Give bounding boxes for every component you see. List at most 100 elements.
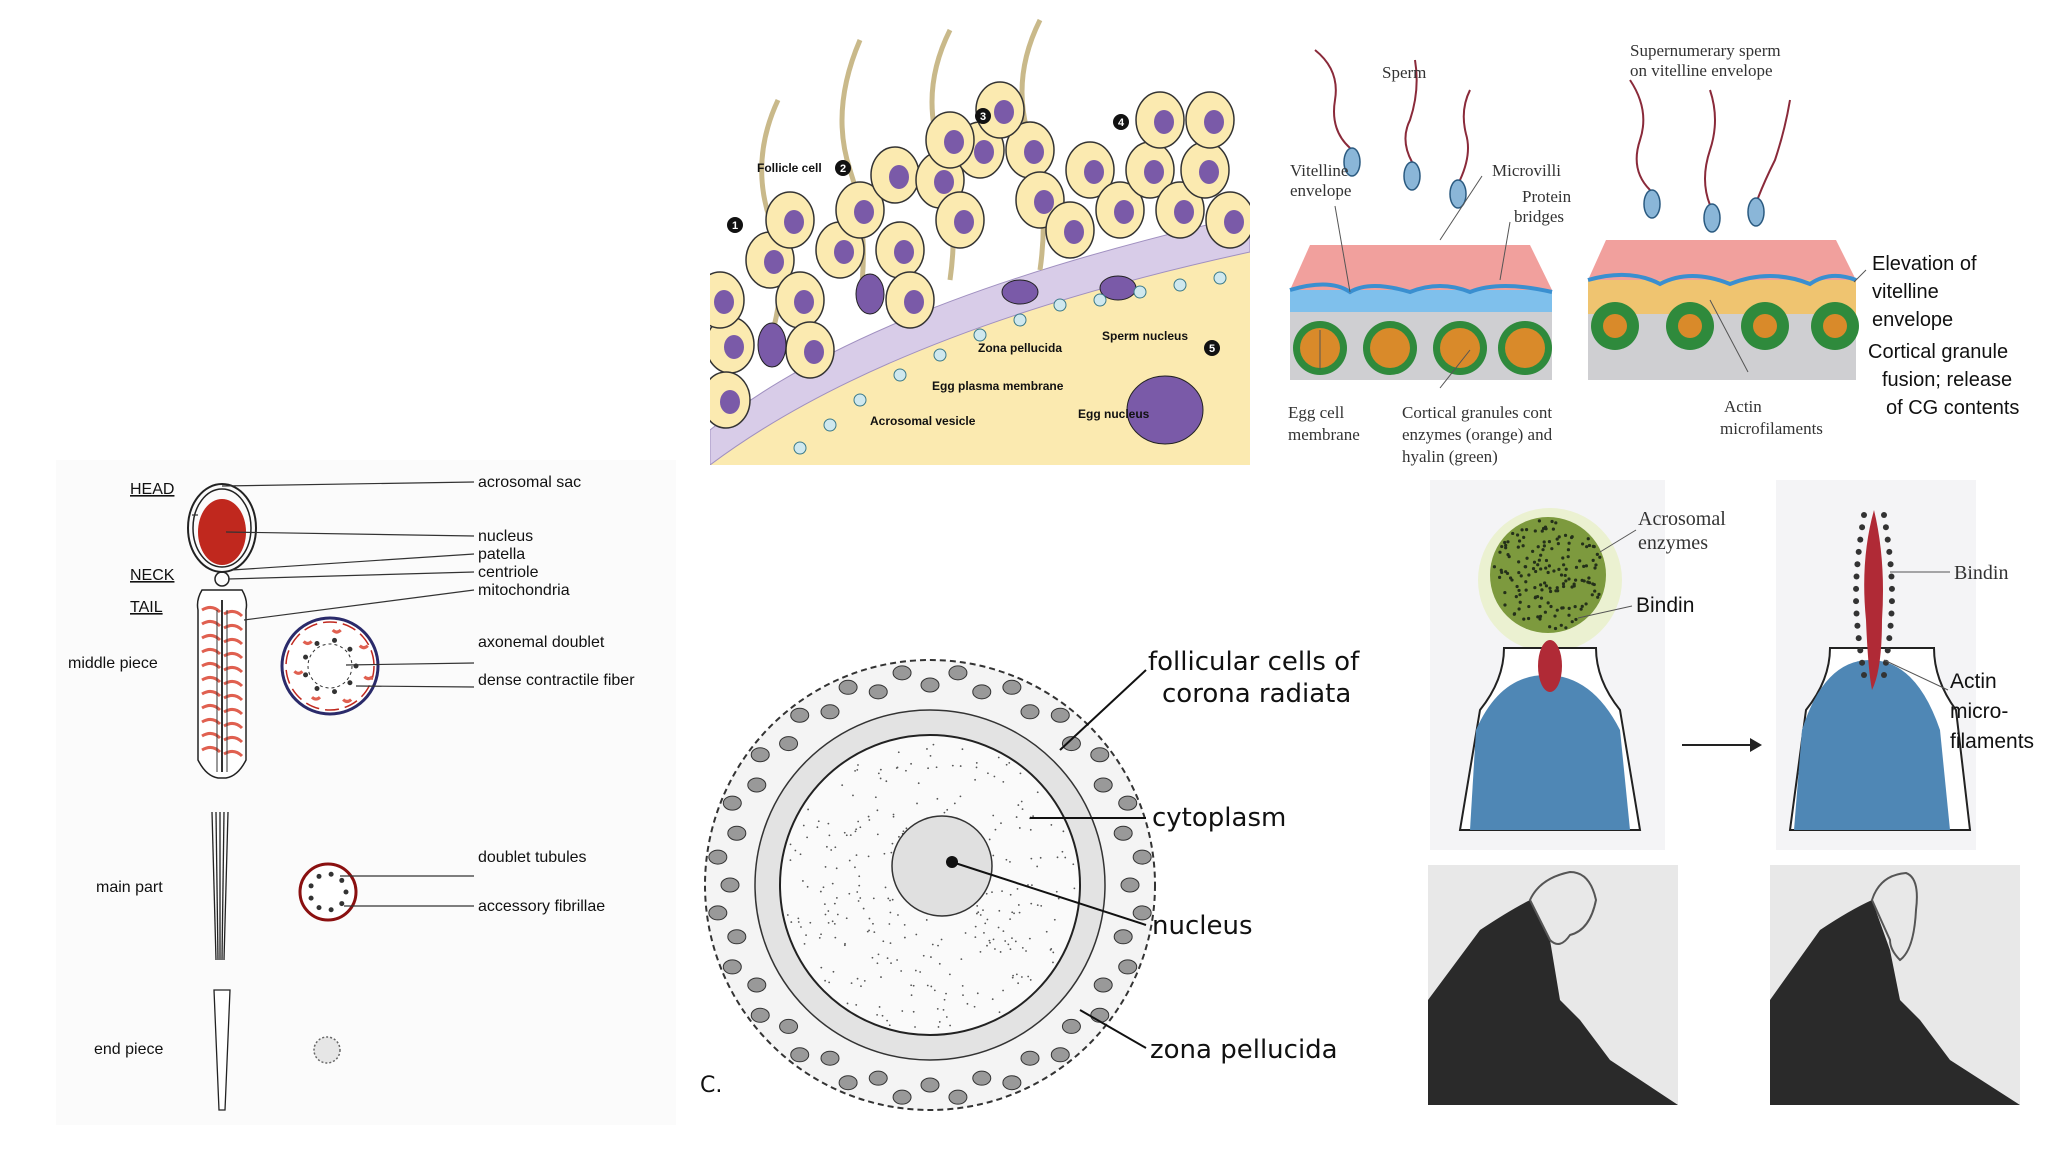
- granule-dot: [919, 971, 922, 973]
- corona-cell: [722, 959, 742, 975]
- doublet-tubules: [308, 871, 349, 913]
- enzyme-dot: [1540, 588, 1544, 592]
- granule-dot: [925, 919, 928, 921]
- granule-dot: [849, 834, 852, 837]
- granule-dot: [992, 938, 995, 941]
- corona-cells: [708, 665, 1152, 1105]
- granule-dot: [912, 1010, 915, 1013]
- enzyme-dot: [1572, 582, 1576, 586]
- bindin-dot: [1888, 573, 1895, 580]
- enzyme-dot: [1564, 579, 1568, 583]
- enzyme-dot: [1573, 604, 1577, 609]
- granule-dot: [786, 914, 789, 916]
- enzyme-dot: [1517, 607, 1521, 611]
- granule-dot: [863, 979, 866, 982]
- granule-dot: [1015, 816, 1018, 818]
- label-axonemal-doublet: axonemal doublet: [478, 634, 605, 651]
- enzyme-dot: [1534, 569, 1538, 574]
- enzyme-dot: [1578, 559, 1582, 563]
- enzyme-dot: [1503, 603, 1507, 607]
- mitochondrion: [201, 689, 222, 698]
- enzyme-dot: [1597, 592, 1601, 596]
- granule-dot: [892, 813, 895, 816]
- mitochondrion: [223, 637, 244, 646]
- granule-dot: [857, 764, 859, 766]
- granule-dot: [889, 899, 891, 902]
- granule-dot: [858, 884, 861, 887]
- granule-dot: [835, 867, 838, 870]
- enzyme-dot: [1574, 617, 1578, 622]
- granule-dot: [855, 828, 858, 831]
- corona-cell: [972, 684, 992, 700]
- granule-dot: [854, 830, 857, 833]
- enzyme-dot: [1500, 544, 1504, 549]
- granule-dot: [855, 854, 858, 857]
- granule-dot: [989, 941, 991, 944]
- corona-cell: [1020, 704, 1040, 720]
- granule-dot: [897, 914, 899, 916]
- granule-dot: [932, 743, 935, 746]
- corona-cell: [920, 1077, 940, 1093]
- granule-dot: [1019, 772, 1022, 775]
- label-mitochondria: mitochondria: [478, 582, 570, 599]
- follicle-cell-nucleus: [1199, 160, 1219, 184]
- granule-dot: [1062, 830, 1065, 833]
- sperm-cells: [1314, 49, 1791, 206]
- granule: [1173, 278, 1187, 292]
- mitochondrion: [223, 651, 244, 660]
- sperm-nucleus: [198, 499, 246, 565]
- granule-dot: [867, 855, 870, 858]
- granule-dot: [856, 891, 859, 893]
- svg-text:2: 2: [840, 163, 846, 175]
- granule-dot: [1002, 989, 1004, 992]
- corona-cell: [790, 1047, 810, 1063]
- granule-dot: [986, 944, 988, 947]
- enzyme-dot: [1543, 610, 1547, 614]
- granule-dot: [945, 992, 947, 995]
- bindin-dot: [1888, 598, 1895, 605]
- granule-dot: [937, 944, 939, 947]
- sperm-head-inner: [192, 488, 252, 568]
- corona-cell: [868, 1070, 888, 1086]
- granule-core: [1603, 314, 1627, 338]
- fertilization-sequence-svg: 1 2 3 4 5 Follicle cell Zona pellucida E…: [710, 18, 1250, 465]
- granule-dot: [897, 751, 900, 754]
- enzyme-dot: [1539, 583, 1543, 587]
- granule-dot: [1053, 918, 1056, 921]
- bindin-dot: [1853, 610, 1860, 617]
- enzyme-dot: [1524, 580, 1528, 584]
- enzyme-dot: [1533, 529, 1537, 533]
- doublet: [347, 646, 353, 652]
- mitochondrion: [223, 679, 244, 688]
- enzyme-dot: [1566, 548, 1571, 552]
- follicle-cell-nucleus: [1064, 220, 1084, 244]
- granule-dot: [1017, 904, 1020, 906]
- granule-dot: [859, 826, 862, 829]
- corona-cell: [1120, 877, 1140, 893]
- enzyme-dot: [1538, 604, 1542, 609]
- doublet-tubule: [328, 871, 334, 877]
- granule-core: [1440, 328, 1480, 368]
- granule-dot: [940, 938, 943, 941]
- bindin-dot: [1881, 512, 1887, 518]
- enzyme-dot: [1590, 593, 1594, 597]
- granule-dot: [1000, 822, 1002, 825]
- mitochondrion: [201, 717, 222, 726]
- granule-dot: [976, 912, 978, 915]
- granule-dot: [876, 809, 879, 812]
- granule-dot: [797, 921, 800, 923]
- granule-dot: [937, 1026, 940, 1028]
- granule-dot: [961, 748, 964, 751]
- svg-text:3: 3: [980, 111, 986, 123]
- enzyme-dot: [1517, 560, 1521, 564]
- follicle-cell-nucleus: [1174, 200, 1194, 224]
- label-oocyte-nucleus: nucleus: [1152, 911, 1253, 941]
- granule-dot: [852, 794, 854, 797]
- granule-dot: [1064, 856, 1067, 859]
- granule-dot: [862, 907, 865, 910]
- mitochondrion: [201, 619, 222, 628]
- label-follicle-cell: Follicle cell: [757, 161, 822, 175]
